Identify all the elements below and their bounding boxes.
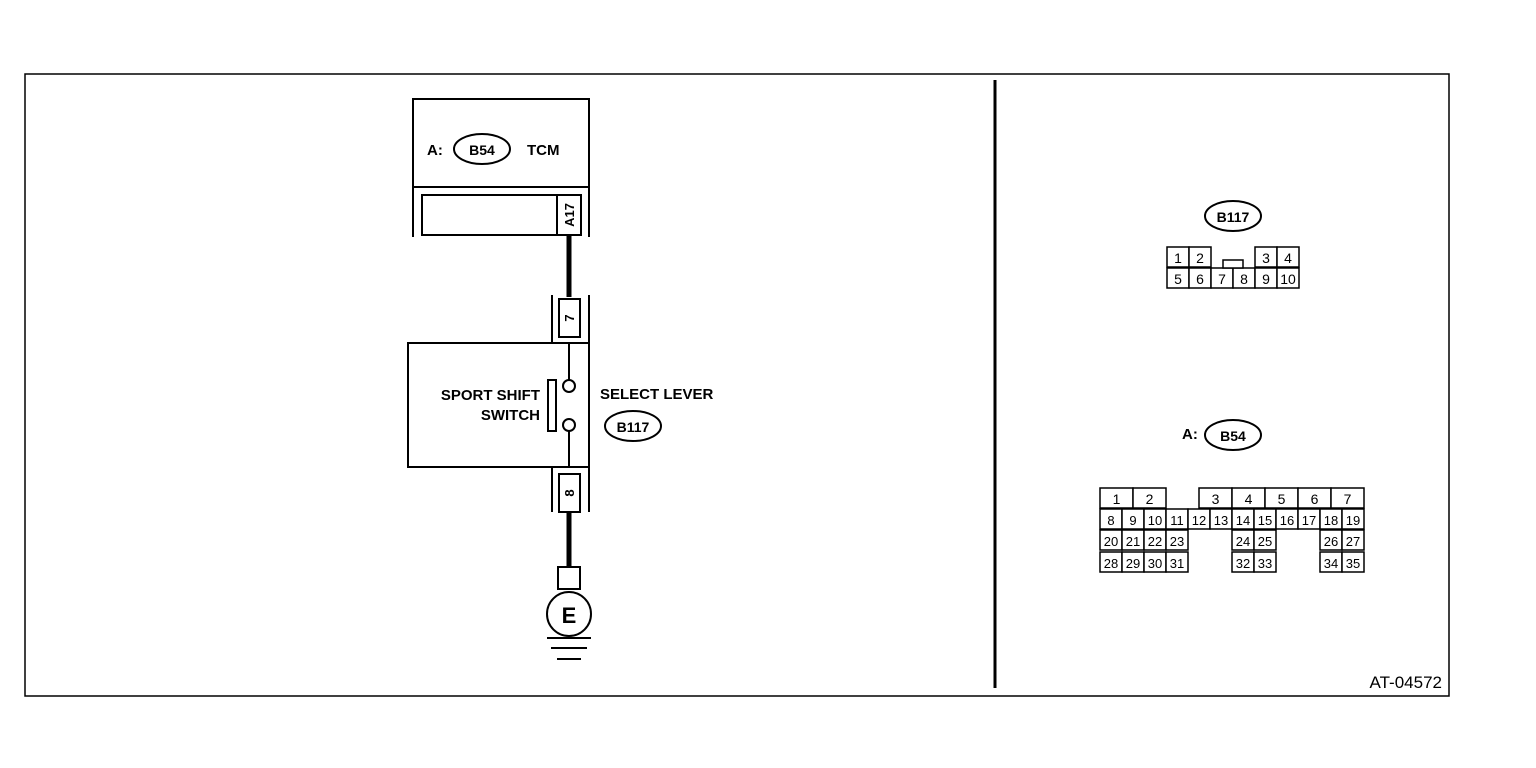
pin-number: 29 [1126,556,1140,571]
pin-number: 35 [1346,556,1360,571]
pin-number: 15 [1258,513,1272,528]
pin-cell [1341,551,1365,573]
tcm-connector-body [421,194,582,236]
pin-number: 6 [1311,491,1319,507]
pin-number: 25 [1258,534,1272,549]
b117-badge-label: B117 [1217,209,1250,225]
pin-number: 28 [1104,556,1118,571]
pin-cell [1253,551,1277,573]
pin-number: 7 [1218,271,1226,287]
pin-number: 30 [1148,556,1162,571]
pin7-terminal-label: 7 [562,314,577,321]
pin-number: 5 [1278,491,1286,507]
pin-number: 21 [1126,534,1140,549]
b54-badge-label: B54 [1220,428,1246,444]
tcm-name: TCM [527,142,560,159]
switch-contact-lower [562,418,576,432]
ground-symbol: E [546,566,592,660]
b54-prefix: A: [1182,426,1198,443]
tcm-connector-code: B54 [469,142,495,158]
tcm-terminal-label: A17 [562,203,577,227]
pin-number: 34 [1324,556,1338,571]
pin-number: 18 [1324,513,1338,528]
pin-number: 9 [1129,513,1136,528]
pin-number: 12 [1192,513,1206,528]
figure-id: AT-04572 [1370,673,1442,692]
pin-number: 7 [1344,491,1352,507]
pin-number: 8 [1107,513,1114,528]
pin-number: 5 [1174,271,1182,287]
pin-number: 26 [1324,534,1338,549]
pin-cell [1276,246,1300,268]
switch-housing [407,342,552,468]
pin-number: 32 [1236,556,1250,571]
b117-key-tab [1222,259,1244,269]
pin-number: 31 [1170,556,1184,571]
pin-number: 3 [1262,250,1270,266]
pin-number: 8 [1240,271,1248,287]
switch-contact-upper [562,379,576,393]
tcm-connector-badge [453,133,511,165]
pin-number: 10 [1148,513,1162,528]
pin-number: 17 [1302,513,1316,528]
pin-number: 22 [1148,534,1162,549]
tcm-unit: A: B54 TCM A17 [412,98,590,237]
switch-label-line2: SWITCH [481,407,540,424]
pin-number: 27 [1346,534,1360,549]
pin-number: 11 [1170,513,1184,528]
diagram-frame [24,73,1450,697]
pin-number: 4 [1245,491,1253,507]
pin-number: 20 [1104,534,1118,549]
ground-circle [546,591,592,637]
pin-number: 2 [1196,250,1204,266]
pin-cell [1341,508,1365,530]
tcm-prefix: A: [427,142,443,159]
pin-number: 24 [1236,534,1250,549]
switch-lever-bar [547,379,557,432]
pin-number: 6 [1196,271,1204,287]
pin-number: 33 [1258,556,1272,571]
pin-number: 1 [1174,250,1182,266]
b117-badge [1204,200,1262,232]
pin7-terminal-box [558,298,581,338]
select-lever-assembly: 7 SPORT SHIFT SWITCH SELECT LEVER B117 8 [407,295,714,513]
pin-cell [1276,267,1300,289]
pin-number: 2 [1146,491,1154,507]
pin-number: 1 [1113,491,1121,507]
pin-cell [1253,529,1277,551]
b54-badge [1204,419,1262,451]
pin-cell [1330,487,1365,509]
pin-cell [1165,529,1189,551]
pin-cell [1341,529,1365,551]
ground-terminal [557,566,581,590]
pin8-terminal-label: 8 [562,489,577,496]
pin-number: 13 [1214,513,1228,528]
switch-label-line1: SPORT SHIFT [441,387,540,404]
tcm-body [412,98,590,188]
pin-number: 23 [1170,534,1184,549]
pin-cell [1132,487,1167,509]
select-lever-label: SELECT LEVER [600,386,714,403]
pin-number: 16 [1280,513,1294,528]
pin-number: 14 [1236,513,1250,528]
select-lever-connector-code: B117 [617,419,650,435]
pin-number: 9 [1262,271,1270,287]
select-lever-connector-badge [604,410,662,442]
pin-number: 3 [1212,491,1220,507]
pin-number: 19 [1346,513,1360,528]
pin-cell [1188,246,1212,268]
pin-cell [1165,551,1189,573]
ground-label: E [562,603,577,628]
pin-number: 4 [1284,250,1292,266]
pin-number: 10 [1280,271,1296,287]
